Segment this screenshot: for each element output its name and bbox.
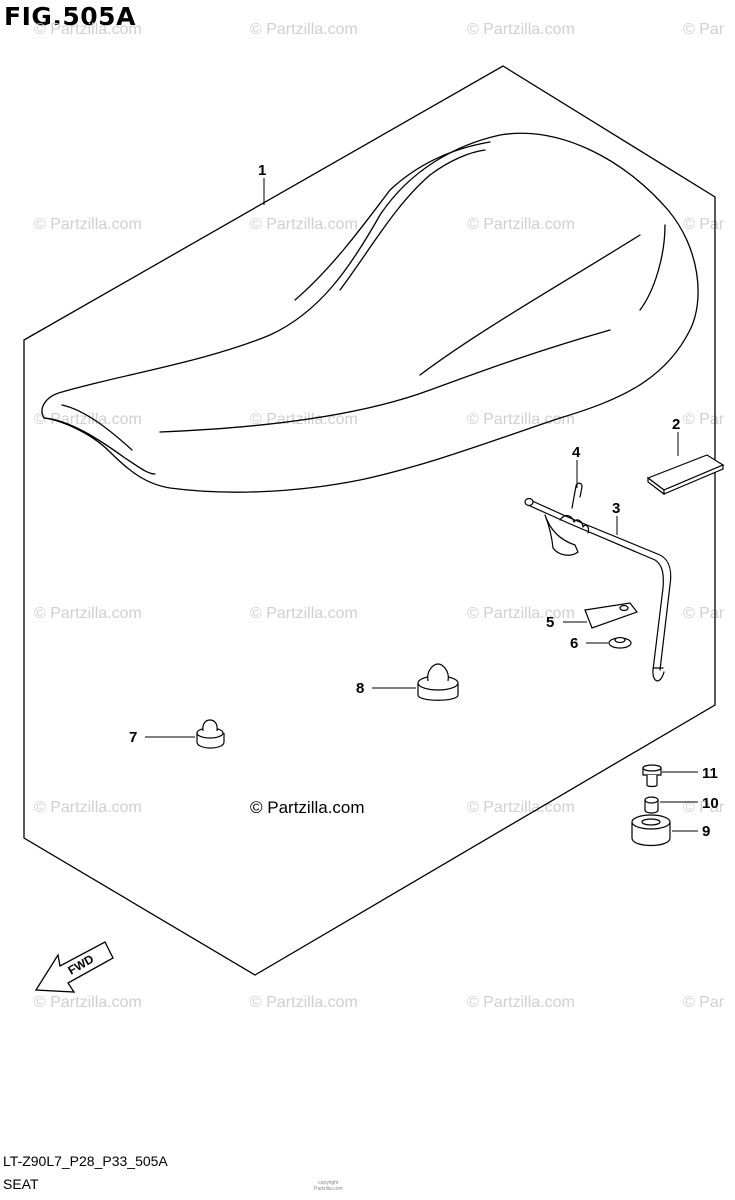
watermark: © Partzilla.com: [467, 411, 575, 428]
watermark: © Partzilla.com: [467, 994, 575, 1011]
watermark: © Par: [683, 605, 725, 622]
watermark: © Partzilla.com: [250, 605, 358, 622]
watermark: © Par: [683, 799, 725, 816]
watermark: © Par: [683, 411, 725, 428]
callout-2: 2: [672, 416, 680, 433]
fine-print-line: copyright: [318, 1180, 339, 1186]
fwd-arrow-icon: FWD: [34, 941, 114, 993]
watermark: © Partzilla.com: [250, 994, 358, 1011]
callout-5: 5: [546, 614, 554, 631]
cushion-7-drawing: [196, 719, 225, 749]
watermark: © Par: [683, 21, 725, 38]
watermark: © Partzilla.com: [34, 216, 142, 233]
watermark: © Partzilla.com: [34, 994, 142, 1011]
figure-name: SEAT: [3, 1176, 39, 1192]
seat-drawing: [41, 132, 699, 493]
callout-6: 6: [570, 635, 578, 652]
watermark: © Partzilla.com: [467, 21, 575, 38]
collar-drawing: [644, 796, 659, 814]
watermark: © Partzilla.com: [34, 799, 142, 816]
callout-3: 3: [612, 500, 620, 517]
watermark: © Partzilla.com: [250, 216, 358, 233]
center-watermark: © Partzilla.com: [250, 798, 365, 817]
watermark: © Par: [683, 994, 725, 1011]
watermark: © Partzilla.com: [467, 216, 575, 233]
bolt-drawing: [642, 764, 662, 788]
callouts: 1 2 3 4 5 6 7 8 9 10 11: [129, 162, 719, 840]
footer-fine-print: copyright Partzilla.com: [314, 1180, 343, 1192]
pad-drawing: [646, 454, 725, 496]
callout-4: 4: [572, 444, 581, 461]
plate-drawing: [584, 602, 638, 629]
cushion-8-drawing: [417, 663, 459, 701]
cushion-9-drawing: [631, 814, 671, 847]
leader-lines: [145, 178, 698, 832]
seat-lock-drawing: [524, 482, 672, 682]
callout-10: 10: [702, 795, 719, 812]
watermark: © Partzilla.com: [250, 21, 358, 38]
fine-print-line: Partzilla.com: [314, 1186, 343, 1192]
callout-1: 1: [258, 162, 266, 179]
callout-9: 9: [702, 823, 710, 840]
watermark: © Partzilla.com: [34, 411, 142, 428]
nut-drawing: [608, 636, 632, 649]
watermark-layer: © Partzilla.com © Partzilla.com © Partzi…: [34, 21, 725, 1011]
watermark: © Partzilla.com: [467, 605, 575, 622]
watermark: © Par: [683, 216, 725, 233]
callout-11: 11: [702, 765, 718, 782]
assembly-outline: [23, 65, 716, 976]
figure-code: LT-Z90L7_P28_P33_505A: [3, 1153, 168, 1169]
watermark: © Partzilla.com: [467, 799, 575, 816]
callout-7: 7: [129, 729, 137, 746]
figure-title: FIG.505A: [4, 2, 136, 31]
watermark: © Partzilla.com: [34, 21, 142, 38]
watermark: © Partzilla.com: [34, 605, 142, 622]
callout-8: 8: [356, 680, 364, 697]
